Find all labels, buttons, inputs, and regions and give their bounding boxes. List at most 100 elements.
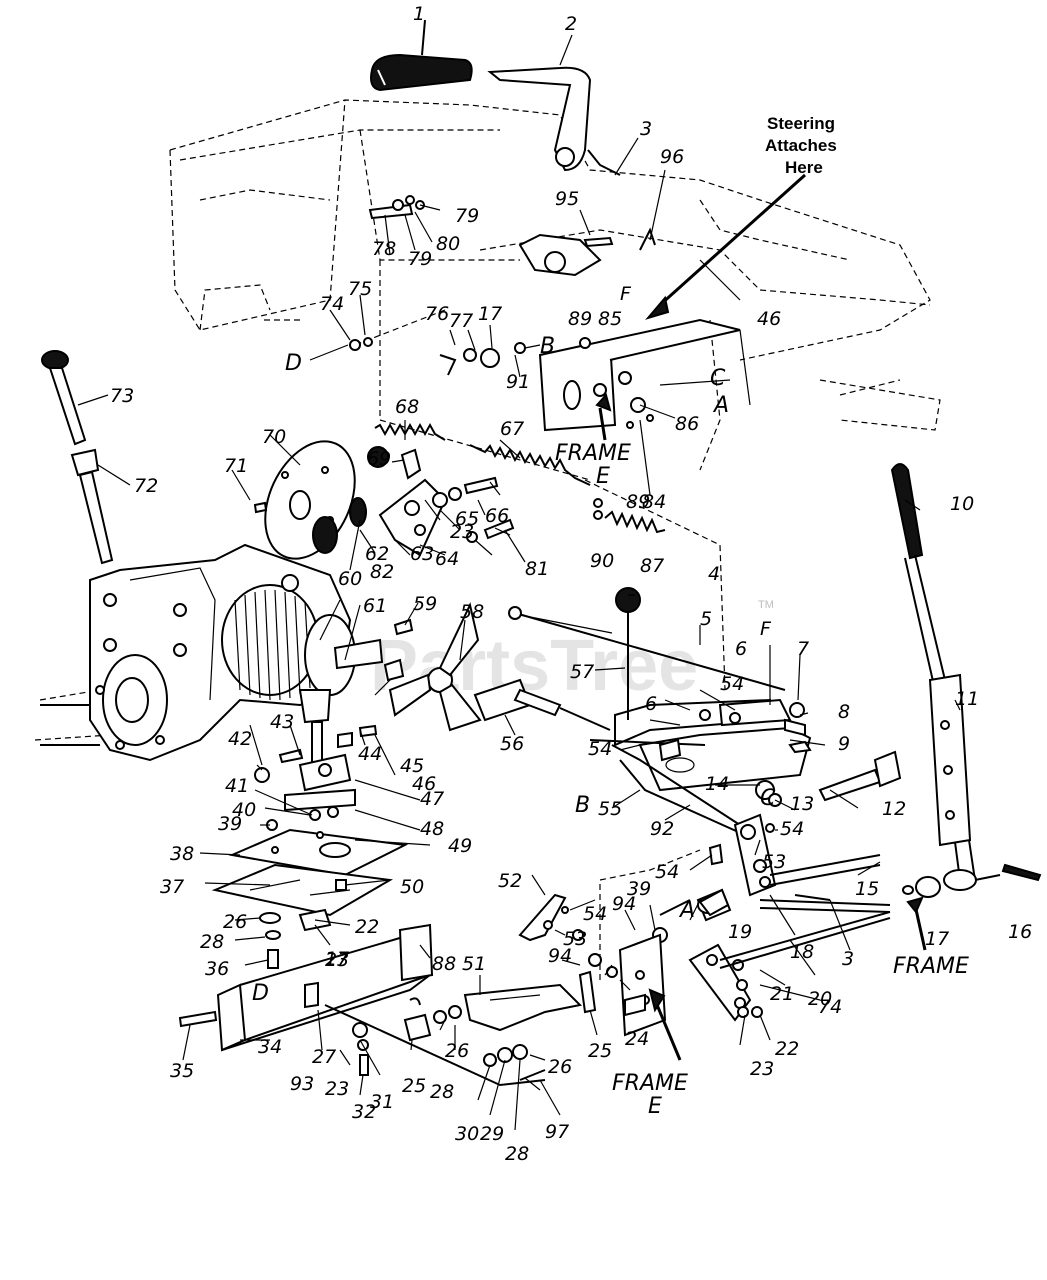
- callout: 27: [312, 1046, 336, 1068]
- callout: 82: [370, 561, 394, 583]
- callout: 49: [448, 835, 472, 857]
- callout: 97: [545, 1121, 569, 1143]
- callout: 28: [430, 1081, 454, 1103]
- frame-e-bottom-letter: E: [648, 1094, 662, 1119]
- pointer-arrows: [421, 19, 927, 1061]
- marker-letter: D: [285, 351, 302, 376]
- callout: 94: [548, 945, 572, 967]
- callout: 93: [290, 1073, 314, 1095]
- callout: 23: [325, 1078, 349, 1100]
- callout: 12: [882, 798, 906, 820]
- callout: 23: [450, 521, 474, 543]
- callout: 3: [640, 118, 652, 140]
- marker-letter: D: [252, 981, 269, 1006]
- callout: 91: [506, 371, 530, 393]
- callout: 20: [808, 988, 832, 1010]
- callout: 17: [478, 303, 502, 325]
- callout: 61: [363, 595, 387, 617]
- callout: 39: [627, 878, 651, 900]
- callout: 35: [170, 1060, 194, 1082]
- callout: 13: [790, 793, 814, 815]
- callout: 51: [462, 953, 486, 975]
- long-rod-5: [508, 606, 812, 754]
- callout: 64: [435, 548, 459, 570]
- callout: 76: [425, 303, 449, 325]
- steering-note-line1: Steering: [767, 114, 835, 133]
- steering-note-line2: Attaches: [765, 136, 837, 155]
- callout: 69: [367, 448, 391, 470]
- callout: 43: [270, 711, 294, 733]
- callout: 77: [449, 310, 473, 332]
- callout: 11: [955, 688, 979, 710]
- callout: 65: [455, 508, 479, 530]
- callout: 6: [735, 638, 747, 660]
- callout: 70: [262, 426, 286, 448]
- callout: 32: [352, 1101, 376, 1123]
- frame-e-top-letter: E: [596, 464, 610, 489]
- callout: 46: [757, 308, 781, 330]
- callout: 14: [705, 773, 729, 795]
- left-hardware: [259, 908, 332, 969]
- transmission: [40, 543, 384, 771]
- callout: 47: [420, 788, 444, 810]
- callout: 28: [200, 931, 224, 953]
- mount-assembly: [254, 724, 378, 831]
- callout: 79: [408, 248, 432, 270]
- callout: 74: [320, 293, 344, 315]
- callout: 79: [455, 205, 479, 227]
- callout: 4: [708, 563, 720, 585]
- callout: 1: [413, 3, 425, 25]
- callout: 23: [750, 1058, 774, 1080]
- marker-letter: A: [678, 898, 695, 923]
- callout: 54: [583, 903, 607, 925]
- callout: 42: [228, 728, 252, 750]
- angle-bracket: [178, 923, 434, 1052]
- callout: 88: [432, 953, 456, 975]
- callout: 34: [258, 1036, 282, 1058]
- callout: 72: [134, 475, 158, 497]
- callout: 86: [675, 413, 699, 435]
- callout: 68: [395, 396, 419, 418]
- callout: 45: [400, 755, 424, 777]
- callout: 74: [818, 996, 842, 1018]
- marker-letter: F: [620, 283, 632, 305]
- callout: 87: [640, 555, 664, 577]
- callout: 95: [555, 188, 579, 210]
- callout: 22: [775, 1038, 799, 1060]
- rods-15-3: [719, 854, 891, 969]
- base-plates: [211, 828, 409, 917]
- callout: 40: [232, 799, 256, 821]
- callout: 54: [588, 738, 612, 760]
- callout: 60: [338, 568, 362, 590]
- callout: 3: [842, 948, 854, 970]
- callout: 52: [498, 870, 522, 892]
- callout: 8: [838, 701, 850, 723]
- brake-pedal: [370, 53, 621, 176]
- cooling-fan: [383, 601, 482, 732]
- callout: 25: [588, 1040, 612, 1062]
- pin-19: [697, 888, 730, 917]
- marker-letter: C: [710, 366, 726, 391]
- callout: 50: [400, 876, 424, 898]
- callout: 24: [625, 1028, 649, 1050]
- callout: 19: [728, 921, 752, 943]
- callout: 90: [590, 550, 614, 572]
- callout: 78: [372, 238, 396, 260]
- marker-letter: B: [540, 334, 555, 359]
- callout: 59: [413, 593, 437, 615]
- callout-labels: 1 2 3 3 4 5 6 6 7 8 9 10 11 12 13 14 15 …: [110, 3, 1032, 1165]
- shift-lever: [41, 350, 114, 565]
- steering-note-line3: Here: [785, 158, 823, 177]
- callout: 26: [445, 1040, 469, 1062]
- callout: 18: [790, 941, 814, 963]
- callout: 38: [170, 843, 194, 865]
- control-knob: [615, 587, 641, 720]
- callout: 89: [626, 491, 650, 513]
- callout: 85: [598, 308, 622, 330]
- marker-letter: C: [760, 786, 776, 811]
- frame-labels: FRAME E FRAME FRAME E: [555, 441, 969, 1119]
- callout: 23: [325, 949, 349, 971]
- callout: 81: [525, 558, 549, 580]
- callout: 54: [655, 861, 679, 883]
